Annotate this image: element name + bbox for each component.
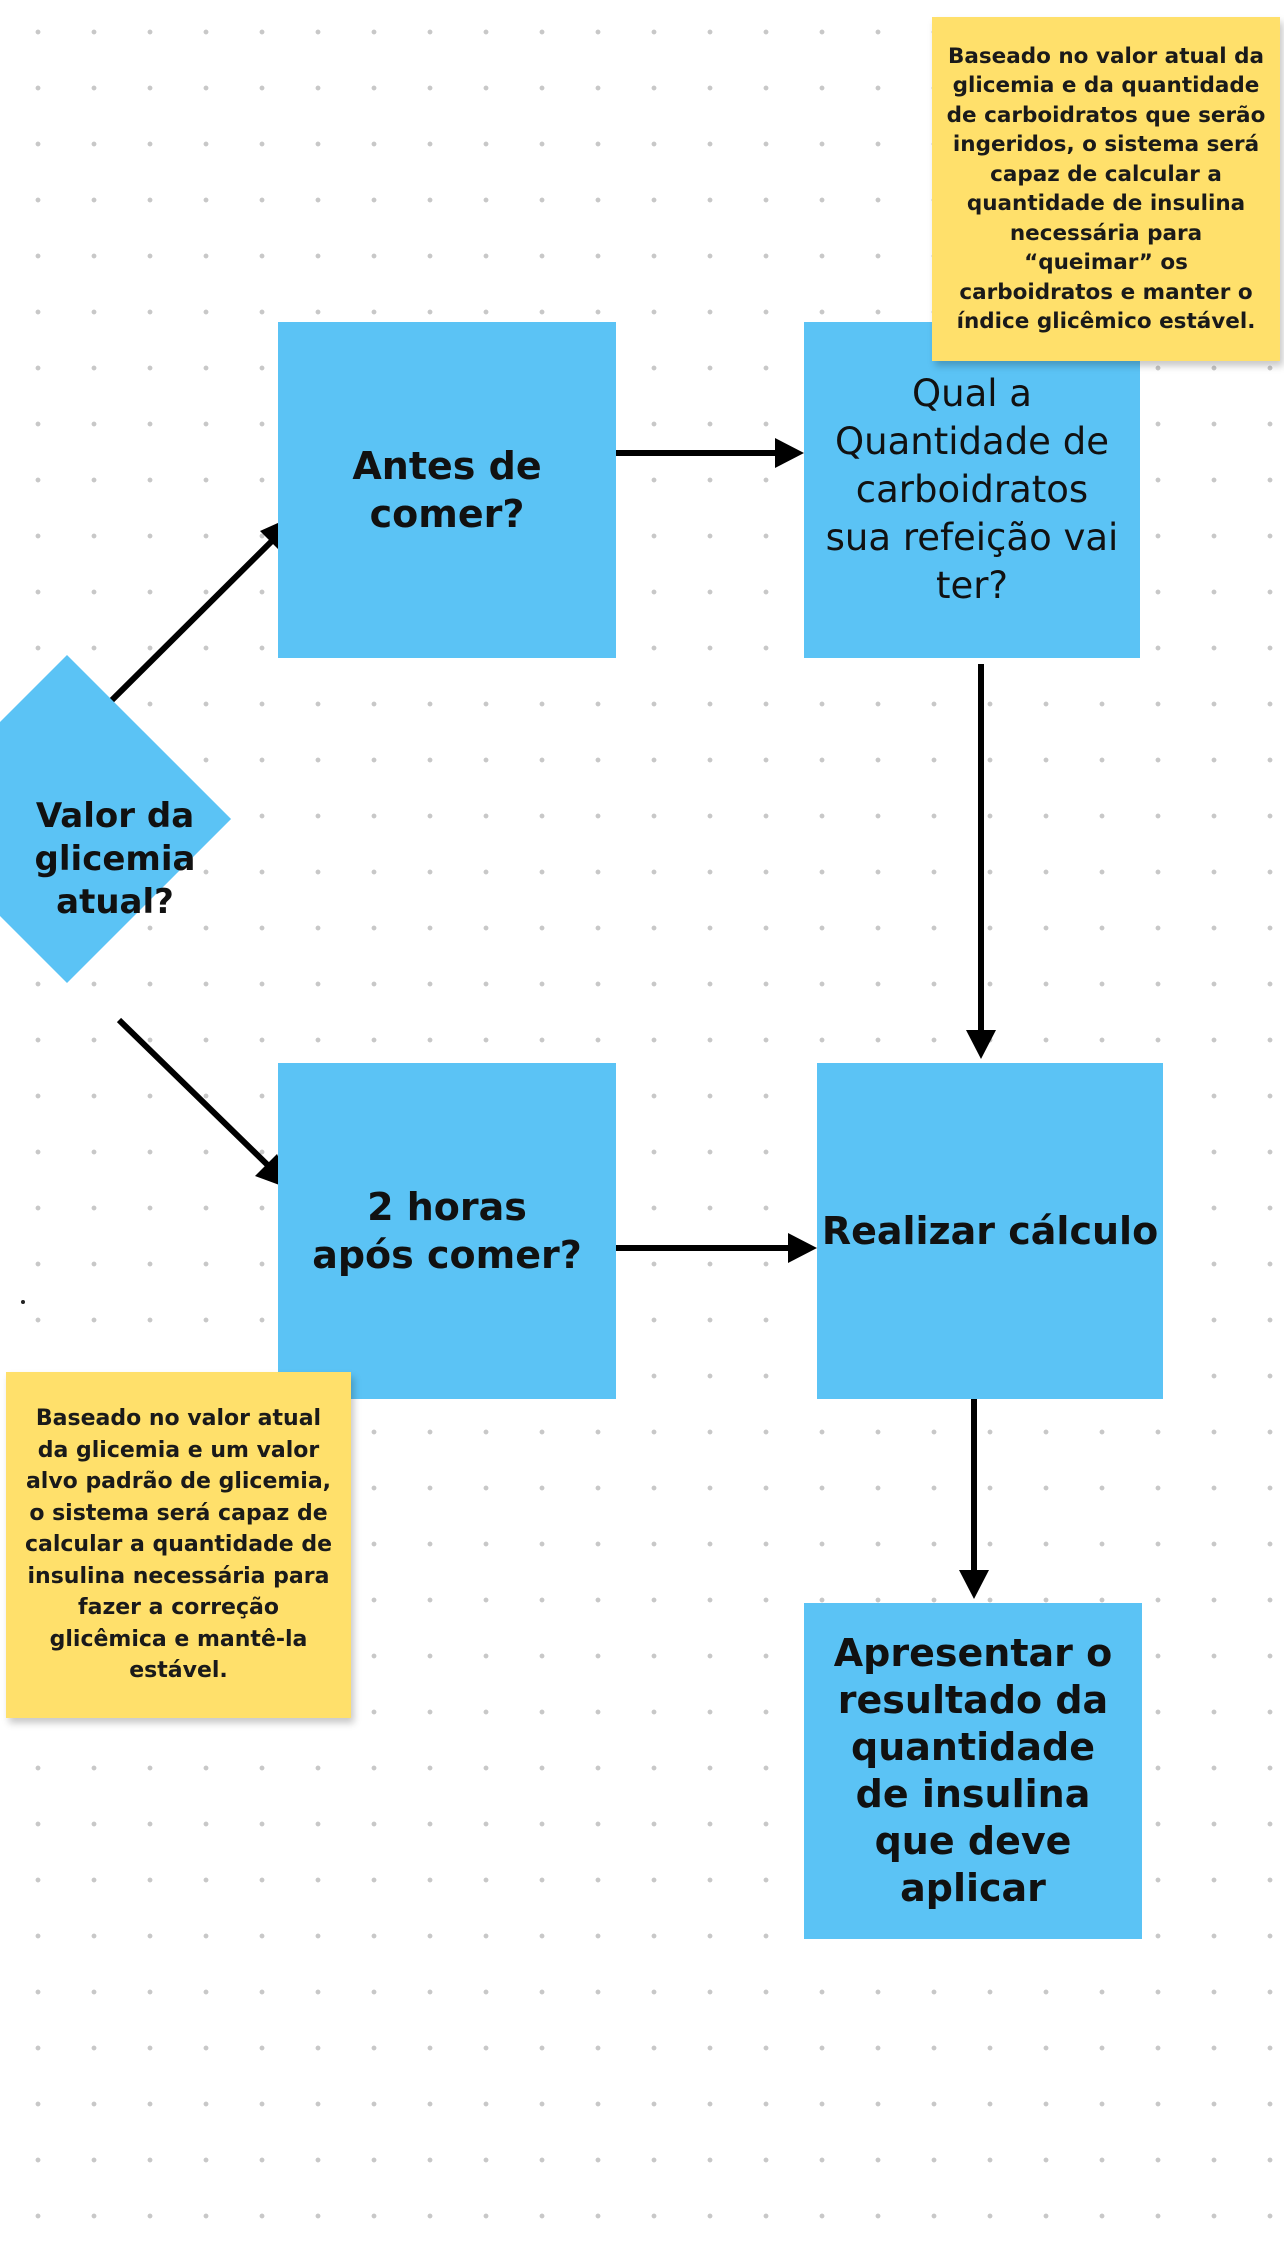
arrowhead-apresentar: [959, 1570, 989, 1599]
node-duas-horas-apos[interactable]: 2 horas após comer?: [278, 1063, 616, 1399]
node-realizar-calculo-label: Realizar cálculo: [821, 1209, 1159, 1253]
arrow-glicemia-to-duas: [116, 1017, 286, 1183]
arrowhead-calculo-top: [966, 1030, 996, 1059]
node-duas-horas-apos-label: 2 horas após comer?: [312, 1185, 582, 1277]
arrowhead-calculo-left: [788, 1233, 817, 1263]
sticky-note-top-text: Baseado no valor atual da glicemia e da …: [946, 43, 1266, 335]
node-quantidade-carboidratos-label: Qual a Quantidade de carboidratos sua re…: [825, 372, 1119, 607]
sticky-note-top[interactable]: Baseado no valor atual da glicemia e da …: [932, 17, 1280, 361]
stray-dot: [21, 1300, 25, 1304]
node-antes-de-comer[interactable]: Antes de comer?: [278, 322, 616, 658]
arrowhead-qual: [775, 438, 804, 468]
sticky-note-bottom[interactable]: Baseado no valor atual da glicemia e um …: [6, 1372, 351, 1718]
arrow-glicemia-to-antes: [108, 523, 290, 704]
node-realizar-calculo[interactable]: Realizar cálculo: [817, 1063, 1163, 1399]
decision-glicemia-label: Valor da glicemia atual?: [34, 796, 196, 922]
node-apresentar-resultado[interactable]: Apresentar o resultado da quantidade de …: [804, 1603, 1142, 1939]
node-quantidade-carboidratos[interactable]: Qual a Quantidade de carboidratos sua re…: [804, 322, 1140, 658]
node-apresentar-resultado-label: Apresentar o resultado da quantidade de …: [833, 1631, 1113, 1910]
sticky-note-bottom-text: Baseado no valor atual da glicemia e um …: [24, 1406, 333, 1684]
node-antes-de-comer-label: Antes de comer?: [352, 444, 542, 536]
